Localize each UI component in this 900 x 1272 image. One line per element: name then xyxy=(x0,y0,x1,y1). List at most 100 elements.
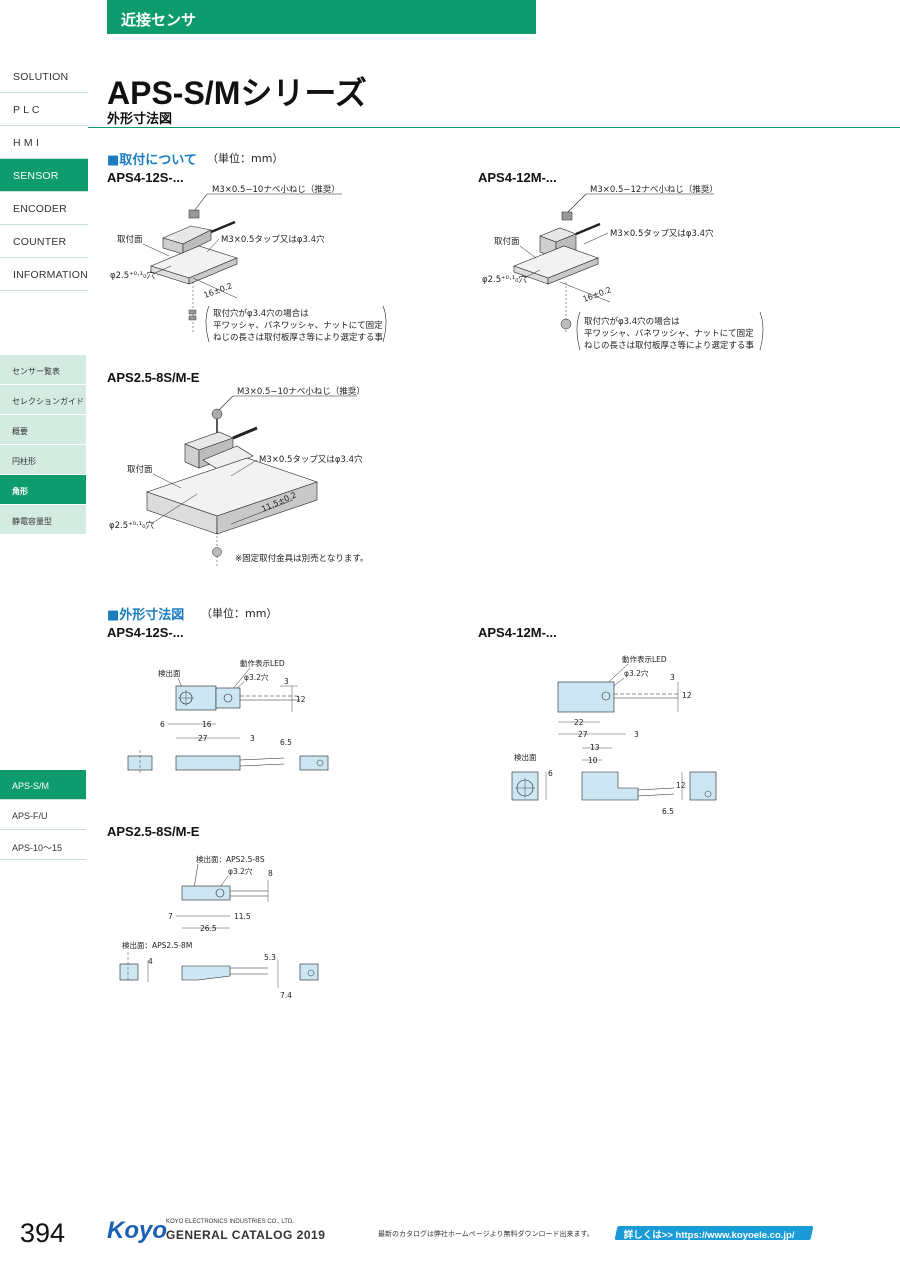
mount-tap-label: M3×0.5タップ又はφ3.4穴 xyxy=(221,234,325,245)
mounting-heading: ■取付について xyxy=(107,153,197,168)
dimensions-unit: （単位：mm） xyxy=(201,607,278,620)
dim-s-led-label: 動作表示LED xyxy=(240,658,285,668)
mount-model-aps2-5: APS2.5-8S/M-E xyxy=(107,370,200,385)
mount-note-line2: 平ワッシャ、バネワッシャ、ナットにて固定 xyxy=(213,320,383,331)
page-subtitle: 外形寸法図 xyxy=(107,112,173,127)
subnav-overview[interactable]: 概要 xyxy=(0,415,86,445)
dim-m-d27: 27 xyxy=(578,730,588,739)
dim-25-d26-5: 26.5 xyxy=(200,924,217,933)
website-link[interactable]: 詳しくは>> https://www.koyoele.co.jp/ xyxy=(614,1226,814,1241)
dim-drawing-aps2-5: 検出面：APS2.5-8S φ3.2穴 8 7 11.5 26.5 検出面：AP… xyxy=(119,854,319,1000)
dim-m-d6: 6 xyxy=(548,769,553,778)
dim-m-d6-5: 6.5 xyxy=(662,807,674,816)
mount-face-label: 取付面 xyxy=(117,234,143,245)
dim-model-aps4-12s: APS4-12S-... xyxy=(107,625,184,640)
dim-m-hole-label: φ3.2穴 xyxy=(624,668,649,678)
dim-model-aps4-12m: APS4-12M-... xyxy=(478,625,557,640)
dim-25-d11-5: 11.5 xyxy=(234,912,251,921)
nav-solution[interactable]: SOLUTION xyxy=(0,60,88,93)
mount-note-line3: ねじの長さは取付板厚さ等により選定する事 xyxy=(213,332,383,343)
nav-information[interactable]: INFORMATION xyxy=(0,258,88,291)
mount-m-note-line2: 平ワッシャ、バネワッシャ、ナットにて固定 xyxy=(584,328,754,339)
subnav-rectangular[interactable]: 角形 xyxy=(0,475,86,505)
dim-s-d16: 16 xyxy=(202,720,212,729)
dim-s-hole-label: φ3.2穴 xyxy=(244,672,269,682)
dim-s-d3b: 3 xyxy=(250,734,255,743)
dim-m-d3b: 3 xyxy=(634,730,639,739)
page-title: APS-S/Mシリーズ xyxy=(107,75,367,111)
mount-diagram-aps4-12m: M3×0.5−12ナベ小ねじ（推奨） 取付面 M3×0.5タップ又はφ3.4穴 … xyxy=(482,184,764,351)
mount-diagram-aps2-5: M3×0.5−10ナベ小ねじ（推奨） 取付面 M3×0.5タップ又はφ3.4穴 … xyxy=(109,386,369,567)
mount-dim-16: 16±0.2 xyxy=(203,281,234,300)
main-nav: SOLUTION P L C H M I SENSOR ENCODER COUN… xyxy=(0,60,88,291)
mount-note-line1: 取付穴がφ3.4穴の場合は xyxy=(213,308,309,319)
series-aps-10-15[interactable]: APS-10〜15 xyxy=(0,830,86,860)
mount-model-aps4-12m: APS4-12M-... xyxy=(478,170,557,185)
dim-m-d22: 22 xyxy=(574,718,584,727)
mount-25-face-label: 取付面 xyxy=(127,464,153,475)
dim-25-body xyxy=(181,885,231,901)
dim-model-aps2-5: APS2.5-8S/M-E xyxy=(107,824,200,839)
series-nav: APS-S/M APS-F/U APS-10〜15 xyxy=(0,770,86,860)
mount-m-face-label: 取付面 xyxy=(494,236,520,247)
dim-m-d12b: 12 xyxy=(676,781,686,790)
mount-diagram-aps4-12s: M3×0.5−10ナベ小ねじ（推奨） 取付面 M3×0.5タップ又はφ3.4穴 … xyxy=(110,184,387,343)
mount-m-note-line1: 取付穴がφ3.4穴の場合は xyxy=(584,316,680,327)
dim-25-d4: 4 xyxy=(148,957,153,966)
dim-s-d6-5: 6.5 xyxy=(280,738,292,747)
nav-encoder[interactable]: ENCODER xyxy=(0,192,88,225)
subnav-cylindrical[interactable]: 円柱形 xyxy=(0,445,86,475)
website-link-text[interactable]: 詳しくは>> https://www.koyoele.co.jp/ xyxy=(623,1230,795,1241)
subnav-capacitive[interactable]: 静電容量型 xyxy=(0,505,86,535)
dim-m-d3: 3 xyxy=(670,673,675,682)
series-aps-f-u[interactable]: APS-F/U xyxy=(0,800,86,830)
dim-25-sensing-face-s: 検出面：APS2.5-8S xyxy=(196,854,265,864)
dim-25-d7-4: 7.4 xyxy=(280,991,292,1000)
dim-m-d10: 10 xyxy=(588,756,598,765)
dim-25-sensing-face-m: 検出面：APS2.5-8M xyxy=(122,940,192,950)
sub-nav: センサー覧表 セレクションガイド 概要 円柱形 角形 静電容量型 xyxy=(0,355,86,535)
nav-sensor[interactable]: SENSOR xyxy=(0,159,88,192)
dim-s-d3: 3 xyxy=(284,677,289,686)
dim-drawing-aps4-12s: 検出面 動作表示LED φ3.2穴 3 12 6 16 27 3 6.5 xyxy=(127,658,329,774)
dim-s-d12: 12 xyxy=(296,695,306,704)
dim-25-hole-label: φ3.2穴 xyxy=(228,866,253,876)
dimensions-heading: ■外形寸法図 xyxy=(107,608,185,623)
subnav-selection-guide[interactable]: セレクションガイド xyxy=(0,385,86,415)
mount-m-note-line3: ねじの長さは取付板厚さ等により選定する事 xyxy=(584,340,754,351)
mount-hole-label: φ2.5⁺⁰·¹₀穴 xyxy=(110,270,156,281)
mount-screw-label: M3×0.5−10ナベ小ねじ（推奨） xyxy=(212,184,340,195)
dim-drawing-aps4-12m: 動作表示LED φ3.2穴 3 12 22 27 3 13 10 検出面 6 1… xyxy=(511,654,717,816)
mount-25-note: ※固定取付金具は別売となります。 xyxy=(235,553,369,564)
dim-m-d12: 12 xyxy=(682,691,692,700)
nav-hmi[interactable]: H M I xyxy=(0,126,88,159)
company-name: KOYO ELECTRONICS INDUSTRIES CO., LTD. xyxy=(166,1219,294,1225)
screw-head xyxy=(188,209,200,219)
nav-plc[interactable]: P L C xyxy=(0,93,88,126)
dim-s-sensing-face: 検出面 xyxy=(158,668,181,678)
koyo-logo: Koyo xyxy=(107,1217,167,1244)
nav-counter[interactable]: COUNTER xyxy=(0,225,88,258)
mount-model-aps4-12s: APS4-12S-... xyxy=(107,170,184,185)
dim-25-d7: 7 xyxy=(168,912,173,921)
catalog-title: GENERAL CATALOG 2019 xyxy=(166,1228,326,1242)
mount-m-hole-label: φ2.5⁺⁰·¹₀穴 xyxy=(482,274,528,285)
dim-s-d6: 6 xyxy=(160,720,165,729)
mount-25-hole-label: φ2.5⁺⁰·¹₀穴 xyxy=(109,520,155,531)
mount-25-screw-label: M3×0.5−10ナベ小ねじ（推奨） xyxy=(237,386,365,397)
mount-m-tap-label: M3×0.5タップ又はφ3.4穴 xyxy=(610,228,714,239)
dim-m-led-label: 動作表示LED xyxy=(622,654,667,664)
dim-25-d8: 8 xyxy=(268,869,273,878)
title-divider xyxy=(88,127,900,128)
series-aps-s-m[interactable]: APS-S/M xyxy=(0,770,86,800)
mount-25-tap-label: M3×0.5タップ又はφ3.4穴 xyxy=(259,454,363,465)
category-tab[interactable]: 近接センサ xyxy=(107,0,536,34)
dim-m-d13: 13 xyxy=(590,743,600,752)
mount-m-screw-label: M3×0.5−12ナベ小ねじ（推奨） xyxy=(590,184,718,195)
dim-m-body xyxy=(557,681,615,713)
dim-s-d27: 27 xyxy=(198,734,208,743)
page-number: 394 xyxy=(20,1218,66,1248)
mounting-unit: （単位：mm） xyxy=(207,152,284,165)
subnav-sensor-list[interactable]: センサー覧表 xyxy=(0,355,86,385)
dim-25-d5-3: 5.3 xyxy=(264,953,276,962)
